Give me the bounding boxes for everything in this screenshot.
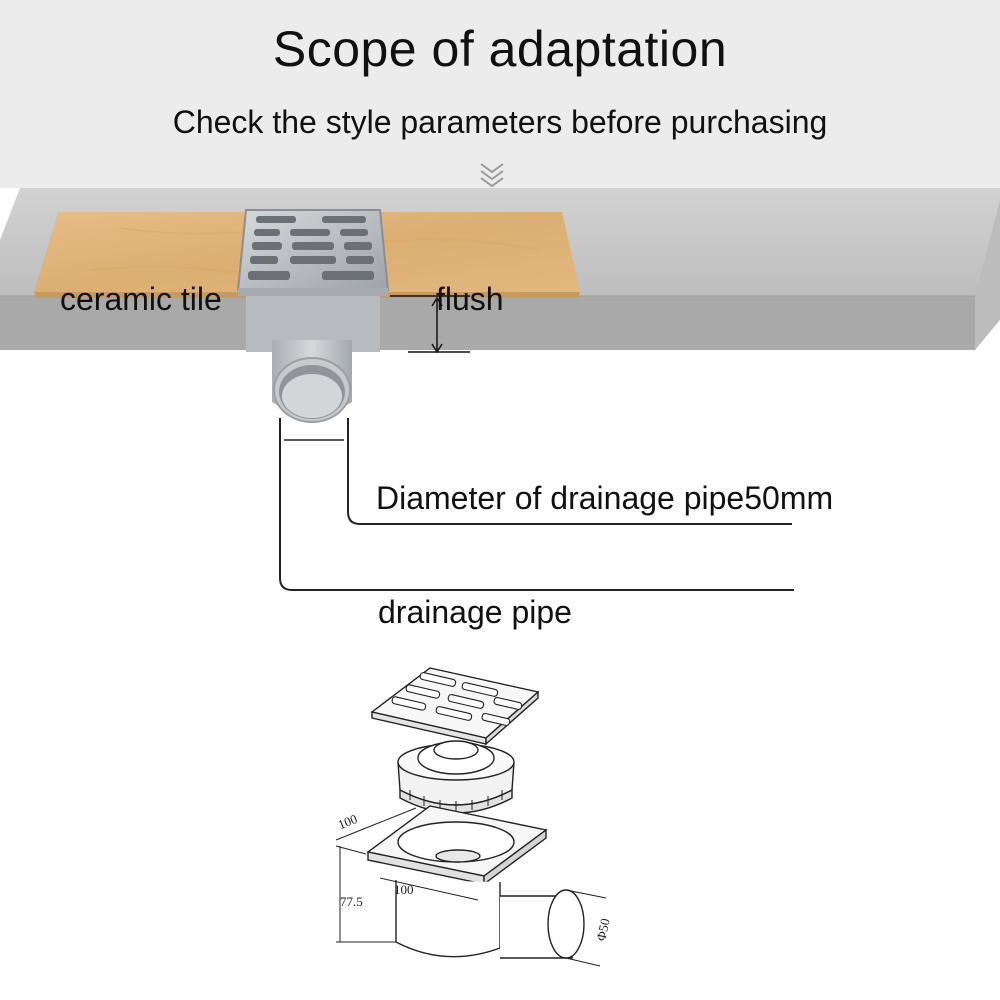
label-pipe-diameter: Diameter of drainage pipe50mm	[376, 480, 834, 516]
dimension-depth: 100	[336, 811, 360, 832]
label-drainage-pipe: drainage pipe	[378, 594, 572, 630]
drain-grate	[236, 209, 390, 296]
dimension-width: 100	[394, 882, 414, 897]
flush-marker	[390, 295, 470, 354]
dimension-outlet: Φ50	[593, 917, 612, 942]
drain-body	[246, 296, 380, 423]
exploded-drain-drawing	[335, 667, 607, 967]
page-subtitle: Check the style parameters before purcha…	[172, 104, 828, 140]
dimension-height: 77.5	[340, 894, 363, 909]
double-chevron-down-icon	[480, 163, 504, 188]
label-ceramic-tile: ceramic tile	[60, 281, 222, 317]
header-band: Scope of adaptation Check the style para…	[0, 0, 1000, 188]
page-title: Scope of adaptation	[272, 21, 728, 77]
leader-lines	[279, 418, 794, 591]
dimension-labels: 100 100 77.5 Φ50	[336, 811, 613, 942]
label-flush: flush	[436, 281, 504, 317]
